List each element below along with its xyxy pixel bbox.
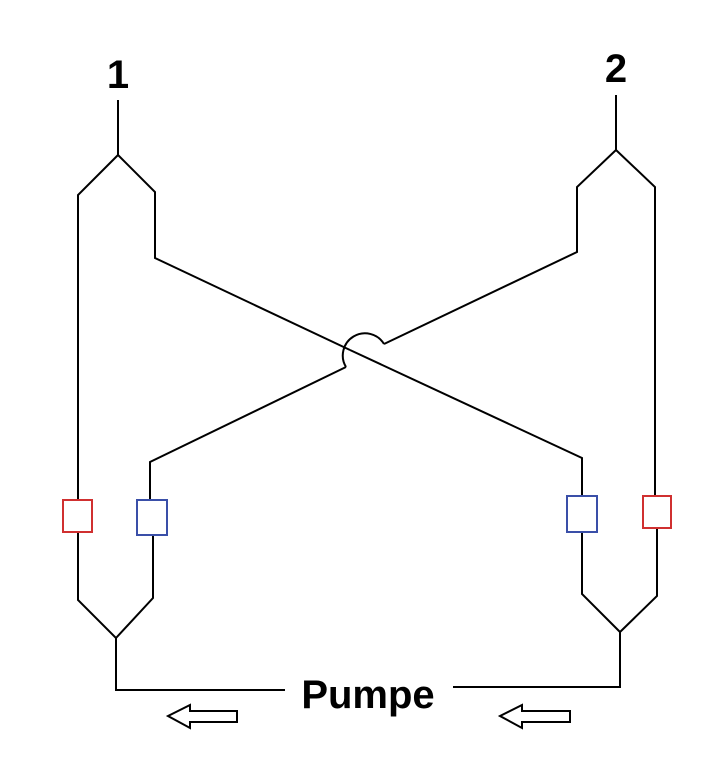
red-component-right [642, 495, 672, 529]
left-outer-lower-pipe [77, 532, 117, 639]
flow-arrow-right-icon [497, 703, 571, 730]
pipe-lines [77, 95, 658, 691]
right-inner-bottom-pipe [349, 349, 583, 496]
left-return-pipe [115, 638, 285, 691]
node-label-1: 1 [107, 53, 129, 97]
blue-component-left [136, 499, 168, 536]
right-outer-lower-pipe [619, 528, 658, 633]
right-inner-lower-pipe [581, 532, 621, 633]
left-inner-lower-pipe [115, 535, 154, 639]
left-outer-pipe [77, 154, 119, 500]
crossover-hop [341, 332, 385, 368]
node-label-2: 2 [605, 47, 627, 91]
red-component-left [62, 499, 93, 533]
pump-label: Pumpe [301, 673, 434, 717]
flow-arrow-left-icon [165, 703, 238, 730]
left-inner-top-pipe [117, 154, 351, 351]
right-outer-pipe [615, 149, 656, 496]
blue-component-right [566, 495, 598, 533]
left-inner-bottom-pipe [149, 366, 347, 500]
right-inner-top-pipe [383, 149, 617, 345]
right-return-pipe [453, 632, 621, 688]
